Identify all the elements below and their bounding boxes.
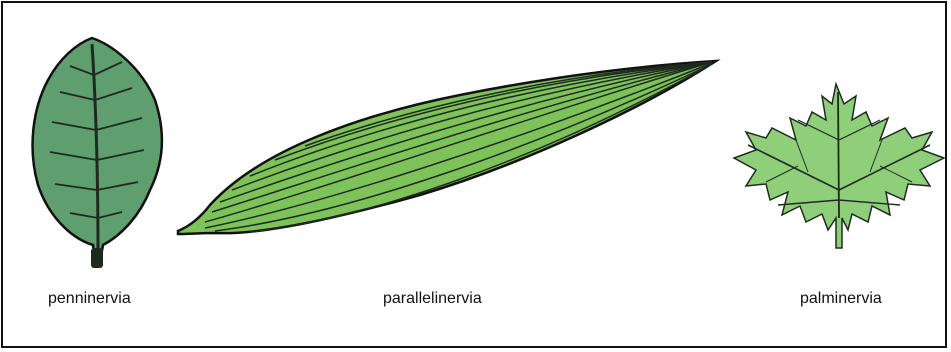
pinnate-leaf-icon (33, 38, 162, 268)
caption-penninervia: penninervia (48, 290, 131, 308)
caption-parallelinervia: parallelinervia (383, 290, 482, 308)
palmate-leaf-icon (734, 84, 944, 248)
parallel-leaf-icon (178, 61, 716, 234)
caption-palminervia: palminervia (800, 290, 882, 308)
